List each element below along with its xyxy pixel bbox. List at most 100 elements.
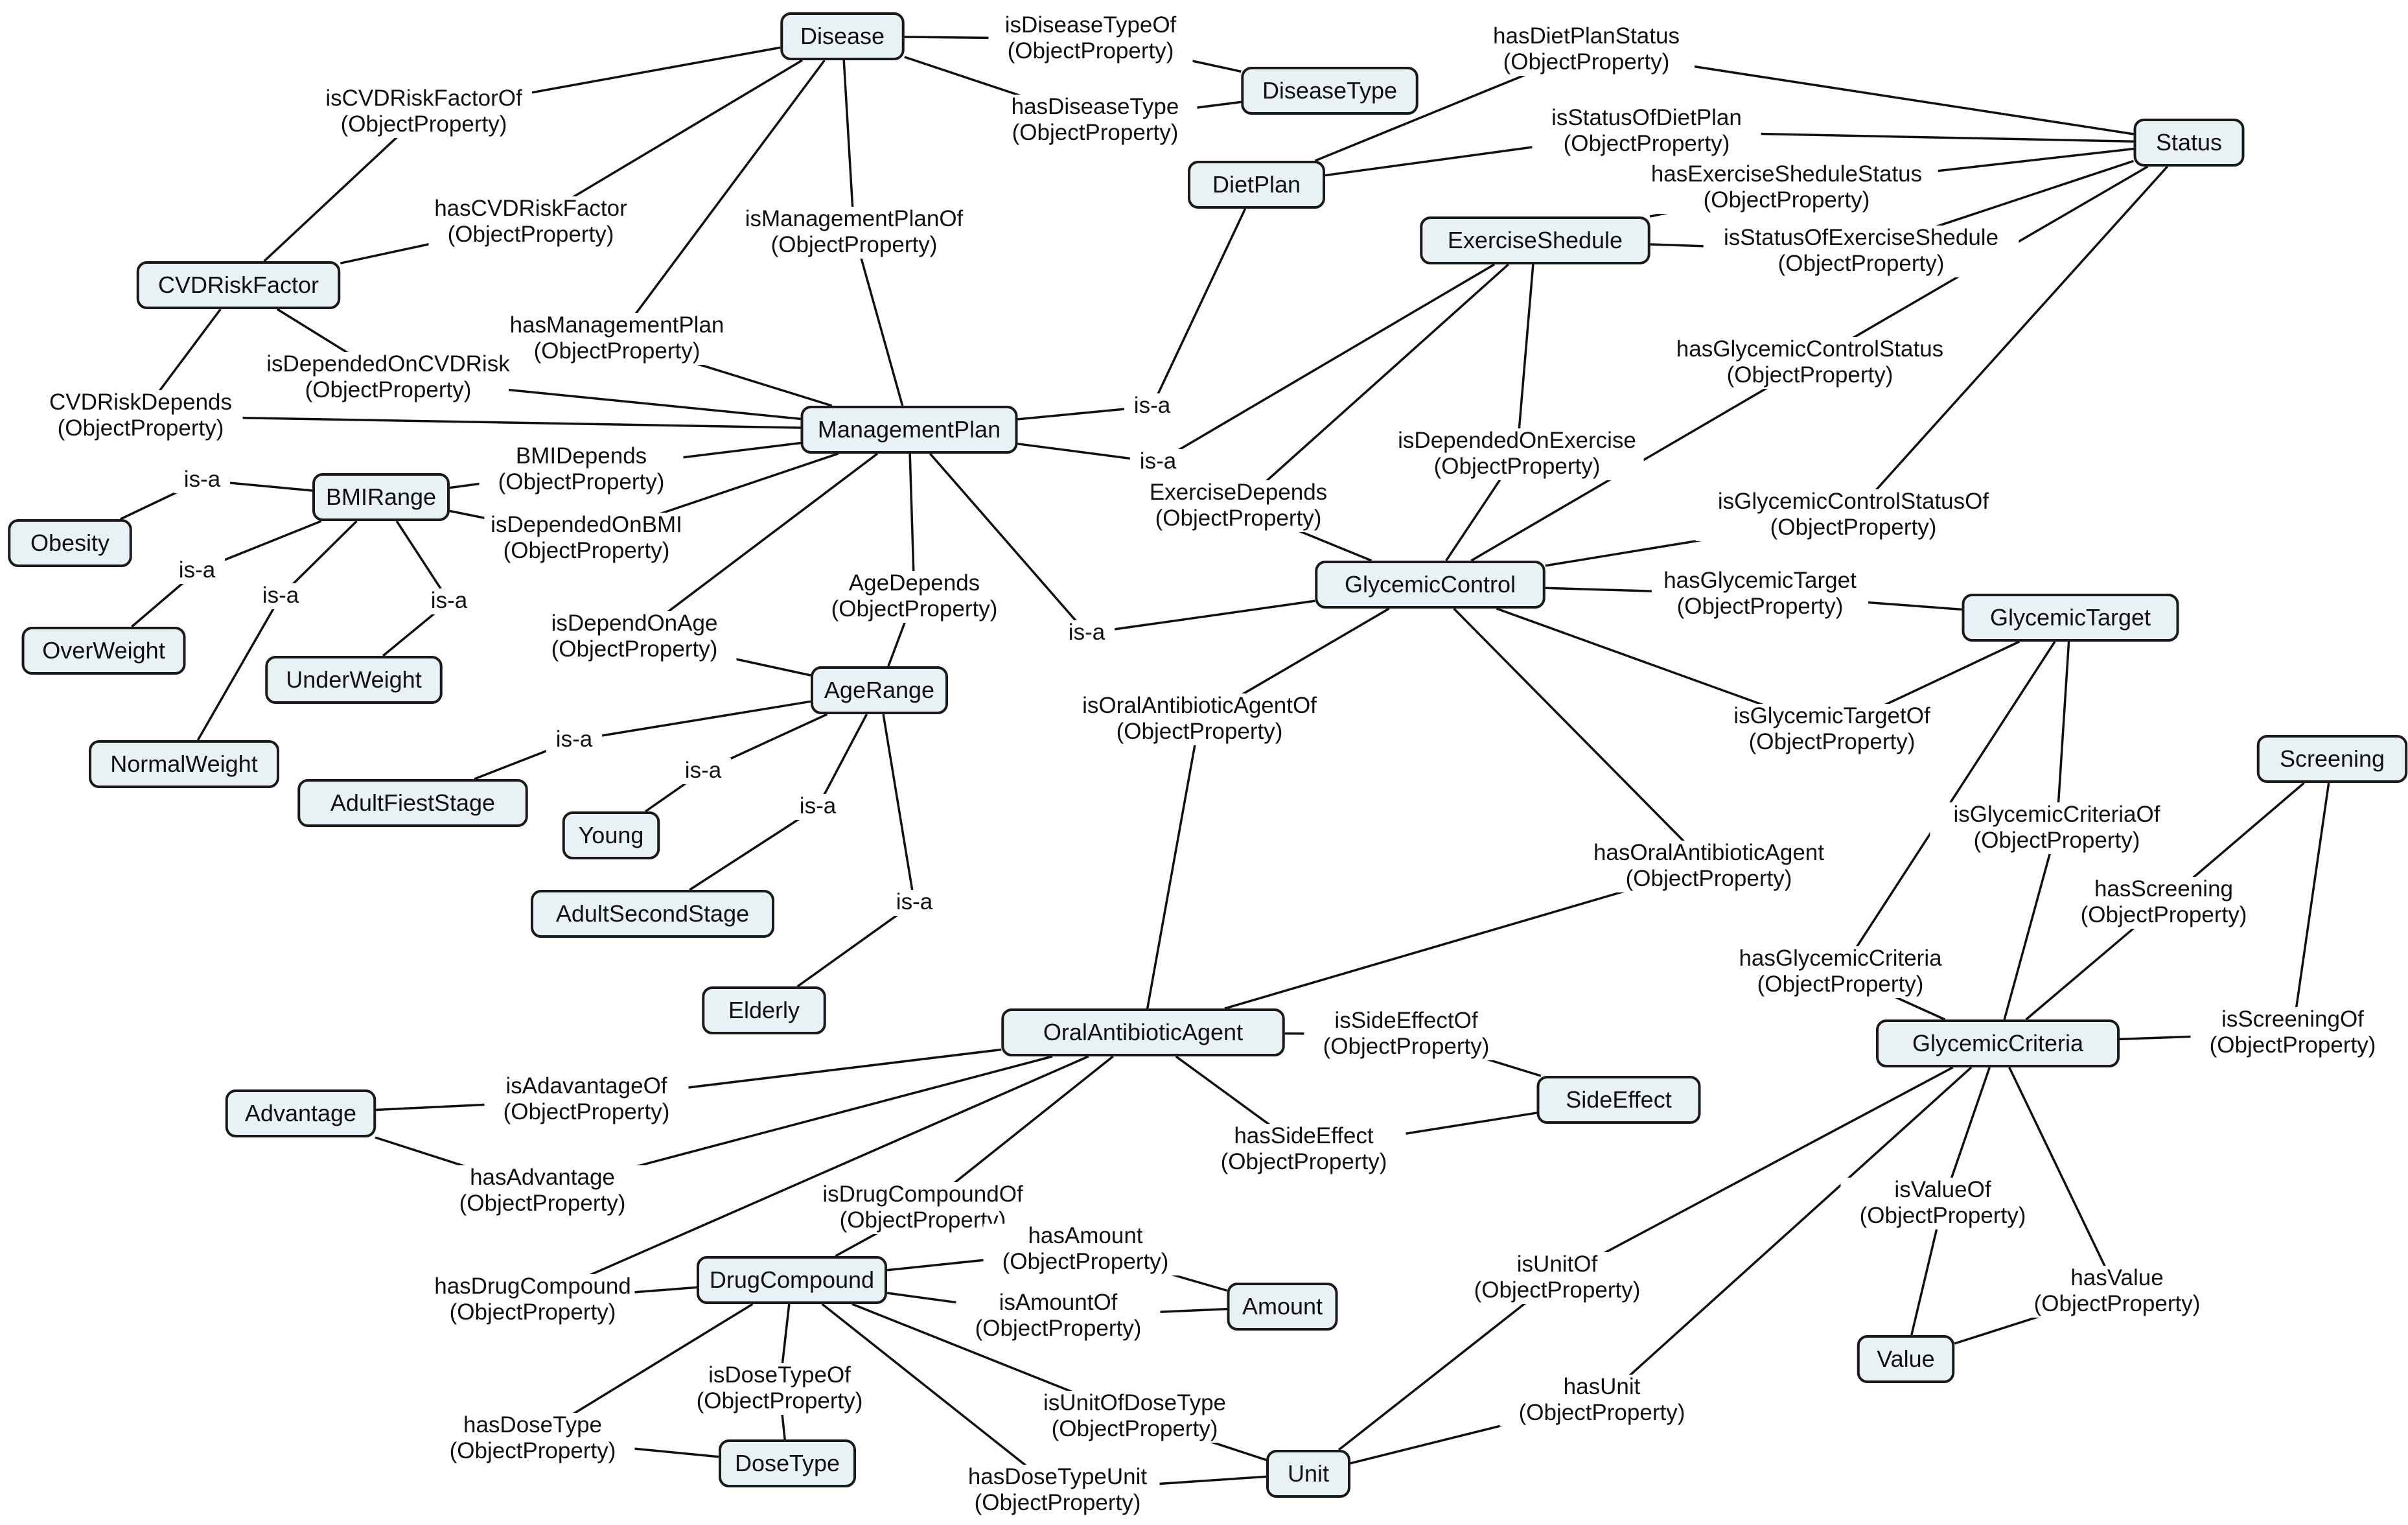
edge-isa_overweight xyxy=(131,520,322,628)
node-glycemiccriteria: GlycemicCriteria xyxy=(1876,1019,2120,1067)
edge-segment-from xyxy=(1151,208,1247,407)
edge-label-isa_young: is-a xyxy=(675,758,732,784)
edge-property-name: isUnitOf xyxy=(1517,1251,1598,1277)
edge-label-backdrop xyxy=(174,467,231,493)
node-box xyxy=(1876,1019,2120,1067)
edge-segment-to xyxy=(882,714,916,903)
edge-label-backdrop xyxy=(1201,1124,1406,1176)
edge-label-isGlycemicTargetOf: isGlycemicTargetOf(ObjectProperty) xyxy=(1717,703,1947,756)
edge-property-name: hasDoseTypeUnit xyxy=(968,1464,1148,1489)
edge-label-backdrop xyxy=(1717,704,1947,756)
edge-label-isa_overweight: is-a xyxy=(168,557,226,584)
node-box xyxy=(21,627,186,675)
node-dietplan: DietPlan xyxy=(1188,161,1325,209)
edge-segment-to xyxy=(140,415,801,429)
edge-label-backdrop xyxy=(789,794,846,820)
edge-segment-to xyxy=(2055,641,2070,829)
node-agerange: AgeRange xyxy=(811,666,948,714)
edge-label-backdrop xyxy=(546,727,603,753)
node-box xyxy=(800,406,1018,454)
edge-property-name: isDiseaseTypeOf xyxy=(1005,12,1177,38)
node-box xyxy=(1188,161,1325,209)
edge-label-backdrop xyxy=(812,571,1017,623)
node-young: Young xyxy=(562,811,660,859)
edge-label-isa_obesity: is-a xyxy=(174,467,231,493)
edge-label-backdrop xyxy=(532,611,737,663)
edge-property-name: hasScreening xyxy=(2094,876,2233,902)
edge-property-type: (ObjectProperty) xyxy=(1012,120,1179,145)
edge-property-name: hasValue xyxy=(2070,1265,2163,1290)
edge-property-name: isSideEffectOf xyxy=(1334,1008,1477,1033)
edge-segment-from xyxy=(1146,719,1201,1009)
node-box xyxy=(1227,1283,1338,1331)
node-label: Amount xyxy=(1242,1293,1323,1320)
edge-property-type: (ObjectProperty) xyxy=(1474,1277,1641,1303)
edge-label-backdrop xyxy=(675,758,732,784)
edge-label-backdrop xyxy=(2190,1007,2395,1059)
edge-property-name: is-a xyxy=(556,727,593,752)
edge-label-backdrop xyxy=(1499,1375,1704,1426)
edge-property-type: (ObjectProperty) xyxy=(1677,594,1844,619)
edge-property-type: (ObjectProperty) xyxy=(771,232,938,257)
edge-label-backdrop xyxy=(983,1224,1188,1275)
edge-label-isa_adultfirst: is-a xyxy=(546,727,603,753)
edge-label-hasAdvantage: hasAdvantage(ObjectProperty) xyxy=(440,1165,645,1217)
edge-label-backdrop xyxy=(168,558,226,584)
edge-label-hasValue: hasValue(ObjectProperty) xyxy=(2015,1265,2219,1318)
edge-property-type: (ObjectProperty) xyxy=(1221,1149,1387,1174)
edge-label-hasExerciseSheduleStatus: hasExerciseSheduleStatus(ObjectProperty) xyxy=(1635,161,1938,214)
edge-label-isAmountOf: isAmountOf(ObjectProperty) xyxy=(956,1290,1161,1342)
edge-property-name: hasDoseType xyxy=(463,1412,602,1438)
node-label: ExerciseShedule xyxy=(1448,227,1623,253)
edge-property-type: (ObjectProperty) xyxy=(504,538,670,563)
node-label: OverWeight xyxy=(42,637,165,664)
edge-segment-to xyxy=(1557,1066,1954,1279)
edge-label-backdrop xyxy=(421,588,478,614)
edge-label-isa_underweight: is-a xyxy=(421,588,478,614)
edge-property-type: (ObjectProperty) xyxy=(2210,1032,2376,1058)
edge-property-name: hasDietPlanStatus xyxy=(1493,23,1680,49)
node-screening: Screening xyxy=(2256,735,2408,783)
edge-property-type: (ObjectProperty) xyxy=(551,636,718,662)
edge-label-backdrop xyxy=(1390,428,1644,480)
node-label: ManagementPlan xyxy=(818,416,1001,443)
edge-property-name: isValueOf xyxy=(1894,1177,1991,1202)
edge-label-isDependedOnExercise: isDependedOnExercise(ObjectProperty) xyxy=(1390,428,1644,480)
node-box xyxy=(136,261,341,309)
edge-segment-to xyxy=(929,452,1088,634)
edge-property-name: is-a xyxy=(1069,620,1106,645)
edge-label-isOralAntibioticAgentOf: isOralAntibioticAgentOf(ObjectProperty) xyxy=(1054,693,1345,745)
edge-property-name: isDependedOnExercise xyxy=(1398,428,1636,453)
edge-property-type: (ObjectProperty) xyxy=(1778,251,1945,276)
node-box xyxy=(697,1256,887,1304)
node-box xyxy=(780,12,905,60)
node-box xyxy=(811,666,948,714)
node-box xyxy=(719,1439,856,1487)
edge-segment-from xyxy=(1157,263,1495,463)
edge-isa_adultsecond xyxy=(689,714,868,891)
edge-label-BMIDepends: BMIDepends(ObjectProperty) xyxy=(479,443,684,496)
edge-label-hasAmount: hasAmount(ObjectProperty) xyxy=(983,1223,1188,1275)
node-label: AdultSecondStage xyxy=(556,900,749,927)
edge-property-type: (ObjectProperty) xyxy=(697,1388,863,1414)
edge-property-type: (ObjectProperty) xyxy=(1757,972,1924,997)
edge-property-type: (ObjectProperty) xyxy=(504,1099,670,1124)
edge-property-type: (ObjectProperty) xyxy=(58,415,224,441)
edge-label-backdrop xyxy=(1304,1008,1509,1060)
edge-property-type: (ObjectProperty) xyxy=(1564,131,1730,156)
edge-property-name: isGlycemicCriteriaOf xyxy=(1954,802,2160,827)
edge-label-backdrop xyxy=(956,1290,1161,1342)
node-oralantibioticagent: OralAntibioticAgent xyxy=(1001,1008,1285,1056)
node-label: OralAntibioticAgent xyxy=(1043,1019,1243,1045)
node-box xyxy=(1420,216,1650,264)
edge-property-type: (ObjectProperty) xyxy=(498,469,665,495)
node-box xyxy=(1266,1450,1350,1498)
edge-label-backdrop xyxy=(1532,106,1761,157)
edge-label-backdrop xyxy=(1129,449,1187,475)
node-label: Unit xyxy=(1288,1460,1329,1487)
edge-label-backdrop xyxy=(479,444,684,496)
edge-isa_elderly xyxy=(796,714,916,988)
edge-property-name: isStatusOfDietPlan xyxy=(1551,105,1742,130)
edge-label-backdrop xyxy=(1058,620,1115,646)
edge-label-backdrop xyxy=(484,513,689,565)
